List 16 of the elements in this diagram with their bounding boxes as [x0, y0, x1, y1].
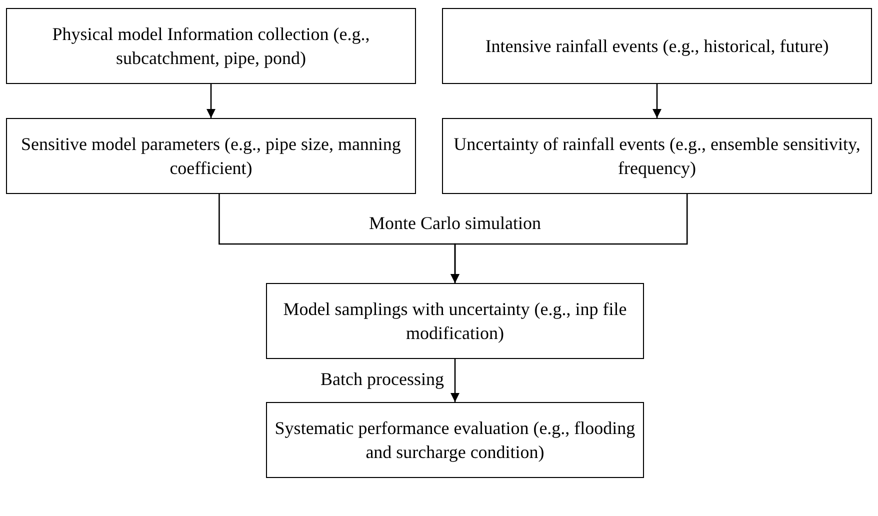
- box-text: Sensitive model parameters (e.g., pipe size, manning coefficient): [20, 132, 402, 180]
- process-box: [442, 118, 872, 194]
- process-box: [6, 118, 416, 194]
- arrow: [450, 359, 460, 402]
- process-box: [442, 8, 872, 84]
- box-text: Uncertainty of rainfall events (e.g., ensemble sensitivity, frequency): [452, 132, 862, 180]
- process-box: [266, 283, 644, 359]
- box-text: Intensive rainfall events (e.g., historical, future): [485, 34, 829, 58]
- arrow: [652, 84, 662, 118]
- process-box: [6, 8, 416, 84]
- arrow: [206, 84, 216, 118]
- box-text: Physical model Information collection (e.g., subcatchment, pipe, pond): [51, 22, 371, 70]
- process-box: [266, 402, 644, 478]
- arrow: [450, 194, 688, 283]
- box-text: Systematic performance evaluation (e.g., flooding and surcharge condition): [274, 416, 636, 464]
- box-text: Model samplings with uncertainty (e.g., inp file modification): [282, 298, 628, 345]
